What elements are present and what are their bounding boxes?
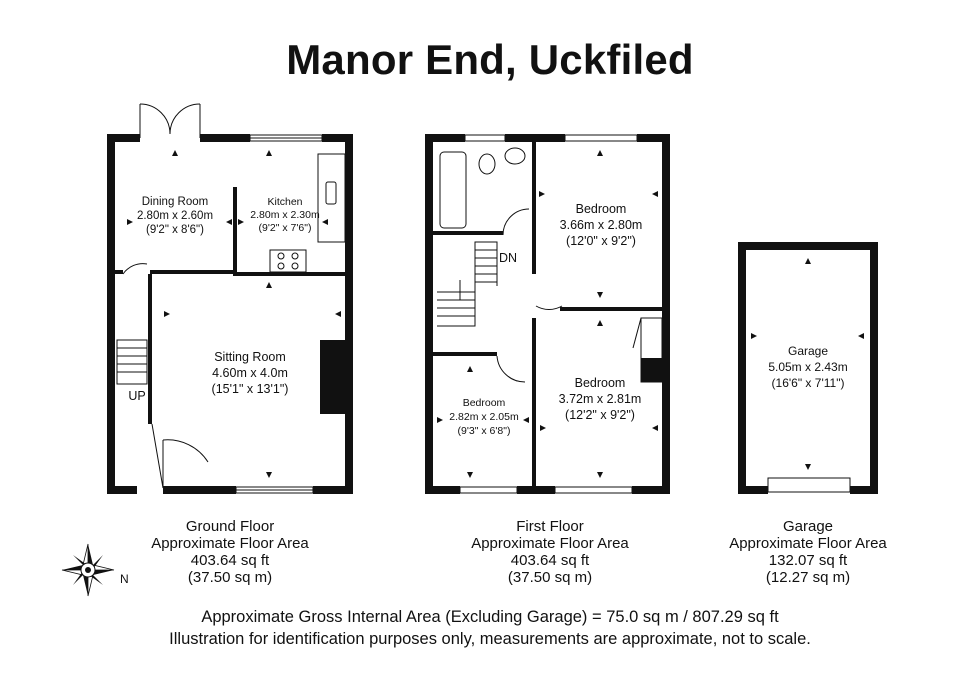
- room-kitchen-name: Kitchen: [267, 196, 302, 208]
- disclaimer-note: Illustration for identification purposes…: [169, 630, 811, 648]
- first-floor-plan: [425, 134, 670, 494]
- room-bedroom1-metric: 3.66m x 2.80m: [560, 218, 643, 232]
- ground-floor-label: Ground Floor: [185, 518, 275, 535]
- room-kitchen-metric: 2.80m x 2.30m: [250, 209, 320, 221]
- room-bedroom3-name: Bedroom: [463, 397, 506, 409]
- ff-window-bedroom2: [554, 486, 633, 494]
- gf-wall-left: [107, 134, 115, 494]
- room-bedroom3-imperial: (9'3" x 6'8"): [458, 425, 511, 437]
- gf-wall-right: [345, 134, 353, 494]
- gf-divider-mid: [150, 270, 233, 274]
- ff-window-bedroom1: [564, 134, 638, 142]
- ff-partition-lower: [532, 318, 536, 486]
- ff-window-bath: [464, 134, 506, 142]
- dimension-markers: [127, 150, 864, 478]
- garage-door: [767, 477, 851, 493]
- ff-bed3-top-wall: [433, 352, 497, 356]
- garage-area-label: Approximate Floor Area: [729, 535, 887, 552]
- room-dining-imperial: (9'2" x 8'6"): [146, 224, 204, 236]
- gf-wall-bottom-right: [313, 486, 353, 494]
- room-bedroom1-imperial: (12'0" x 9'2"): [566, 234, 636, 248]
- ff-stairs: [437, 241, 498, 327]
- ground-floor-plan: [107, 103, 353, 494]
- stairs-up-label: UP: [128, 389, 145, 403]
- garage-area-sqft: 132.07 sq ft: [768, 552, 848, 569]
- gf-kitchen-wall-left: [233, 187, 237, 276]
- room-dining-name: Dining Room: [142, 196, 208, 208]
- ground-floor-area-sqft: 403.64 sq ft: [190, 552, 270, 569]
- gf-wall-top-right: [322, 134, 353, 142]
- gf-wall-bottom-mid: [163, 486, 236, 494]
- room-kitchen-imperial: (9'2" x 7'6"): [259, 222, 312, 234]
- ground-floor-area-sqm: (37.50 sq m): [187, 569, 273, 586]
- room-sitting-metric: 4.60m x 4.0m: [212, 366, 288, 380]
- room-sitting-imperial: (15'1" x 13'1"): [212, 382, 289, 396]
- room-bedroom2-metric: 3.72m x 2.81m: [559, 392, 642, 406]
- first-floor-area-sqm: (37.50 sq m): [507, 569, 593, 586]
- ff-wall-right: [662, 134, 670, 494]
- stairs-down-label: DN: [499, 251, 517, 265]
- room-labels: Dining Room 2.80m x 2.60m (9'2" x 8'6") …: [128, 196, 847, 437]
- gf-kitchen-counter: [317, 153, 346, 243]
- gf-chimney: [320, 340, 345, 414]
- gf-french-doors: [139, 103, 201, 138]
- gf-kitchen-wall-bottom: [233, 272, 345, 276]
- gf-stair-wall: [148, 274, 152, 424]
- basin-icon: [504, 147, 526, 165]
- ground-floor-area-label: Approximate Floor Area: [151, 535, 309, 552]
- garage-area-sqm: (12.27 sq m): [765, 569, 851, 586]
- gross-area-note: Approximate Gross Internal Area (Excludi…: [201, 608, 779, 626]
- garage-plan: [738, 242, 878, 494]
- room-garage-name: Garage: [788, 344, 828, 358]
- ff-wall-left: [425, 134, 433, 494]
- sink-icon: [325, 181, 337, 205]
- first-floor-area-sqft: 403.64 sq ft: [510, 552, 590, 569]
- room-bedroom2-name: Bedroom: [575, 376, 626, 390]
- garage-wall-right: [870, 242, 878, 494]
- gf-wall-top-left: [107, 134, 140, 142]
- gf-front-door: [151, 423, 209, 489]
- first-floor-label: First Floor: [516, 518, 584, 535]
- ff-partition-upper: [532, 142, 536, 274]
- toilet-icon: [478, 153, 496, 175]
- gf-divider-left: [115, 270, 123, 274]
- ff-bath-wall: [433, 231, 503, 235]
- room-bedroom3-metric: 2.82m x 2.05m: [449, 411, 519, 423]
- first-floor-caption: First Floor Approximate Floor Area 403.6…: [450, 518, 650, 586]
- bathtub-icon: [439, 151, 467, 229]
- room-bedroom2-imperial: (12'2" x 9'2"): [565, 408, 635, 422]
- first-floor-area-label: Approximate Floor Area: [471, 535, 629, 552]
- room-garage-imperial: (16'6" x 7'11"): [772, 376, 845, 390]
- garage-wall-top: [738, 242, 878, 250]
- ff-divider-beds: [560, 307, 662, 311]
- hob-icon: [269, 249, 307, 273]
- ff-window-bedroom3: [459, 486, 518, 494]
- garage-label: Garage: [782, 518, 834, 535]
- ground-floor-caption: Ground Floor Approximate Floor Area 403.…: [130, 518, 330, 586]
- compass-north-label: N: [120, 572, 129, 586]
- gf-wall-bottom-left: [107, 486, 137, 494]
- garage-caption: Garage Approximate Floor Area 132.07 sq …: [708, 518, 908, 586]
- page-title: Manor End, Uckfiled: [286, 36, 694, 83]
- compass-icon: N: [61, 543, 129, 597]
- room-sitting-name: Sitting Room: [214, 350, 286, 364]
- room-dining-metric: 2.80m x 2.60m: [137, 210, 213, 222]
- gf-stairs: [116, 339, 148, 385]
- room-bedroom1-name: Bedroom: [576, 202, 627, 216]
- gf-wall-top-mid: [200, 134, 250, 142]
- room-garage-metric: 5.05m x 2.43m: [768, 360, 847, 374]
- garage-wall-left: [738, 242, 746, 494]
